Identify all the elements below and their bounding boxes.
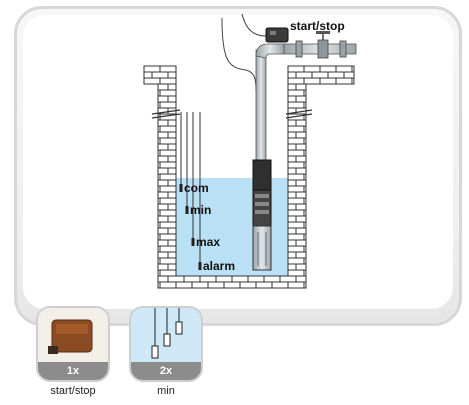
control-box-icon xyxy=(38,308,108,364)
break-marks xyxy=(151,109,313,119)
card-count: 2x xyxy=(131,362,201,380)
pipe-elbow xyxy=(255,43,285,59)
card-start-stop[interactable]: 1x xyxy=(36,306,110,382)
well-wall-right xyxy=(287,65,355,281)
label-com: com xyxy=(184,181,209,195)
card-count: 1x xyxy=(38,362,108,380)
label-min: min xyxy=(190,203,211,217)
card-min[interactable]: 2x xyxy=(129,306,203,382)
pipe-flange xyxy=(295,40,347,58)
well-wall-left xyxy=(143,65,177,281)
float-switch-icon xyxy=(131,308,201,364)
submersible-pump xyxy=(252,159,272,271)
label-max: max xyxy=(196,235,220,249)
card-caption-min: min xyxy=(157,385,175,397)
label-alarm: alarm xyxy=(203,259,235,273)
power-cable xyxy=(221,17,257,91)
control-cable xyxy=(241,13,267,37)
electrode-tips xyxy=(179,184,202,270)
riser-pipe xyxy=(255,49,267,163)
label-start-stop: start/stop xyxy=(290,19,345,33)
card-caption-start-stop: start/stop xyxy=(50,385,96,397)
valve-icon xyxy=(316,31,330,59)
well-floor xyxy=(157,275,307,289)
electrode-cables xyxy=(180,112,201,266)
control-box-icon xyxy=(265,27,289,43)
